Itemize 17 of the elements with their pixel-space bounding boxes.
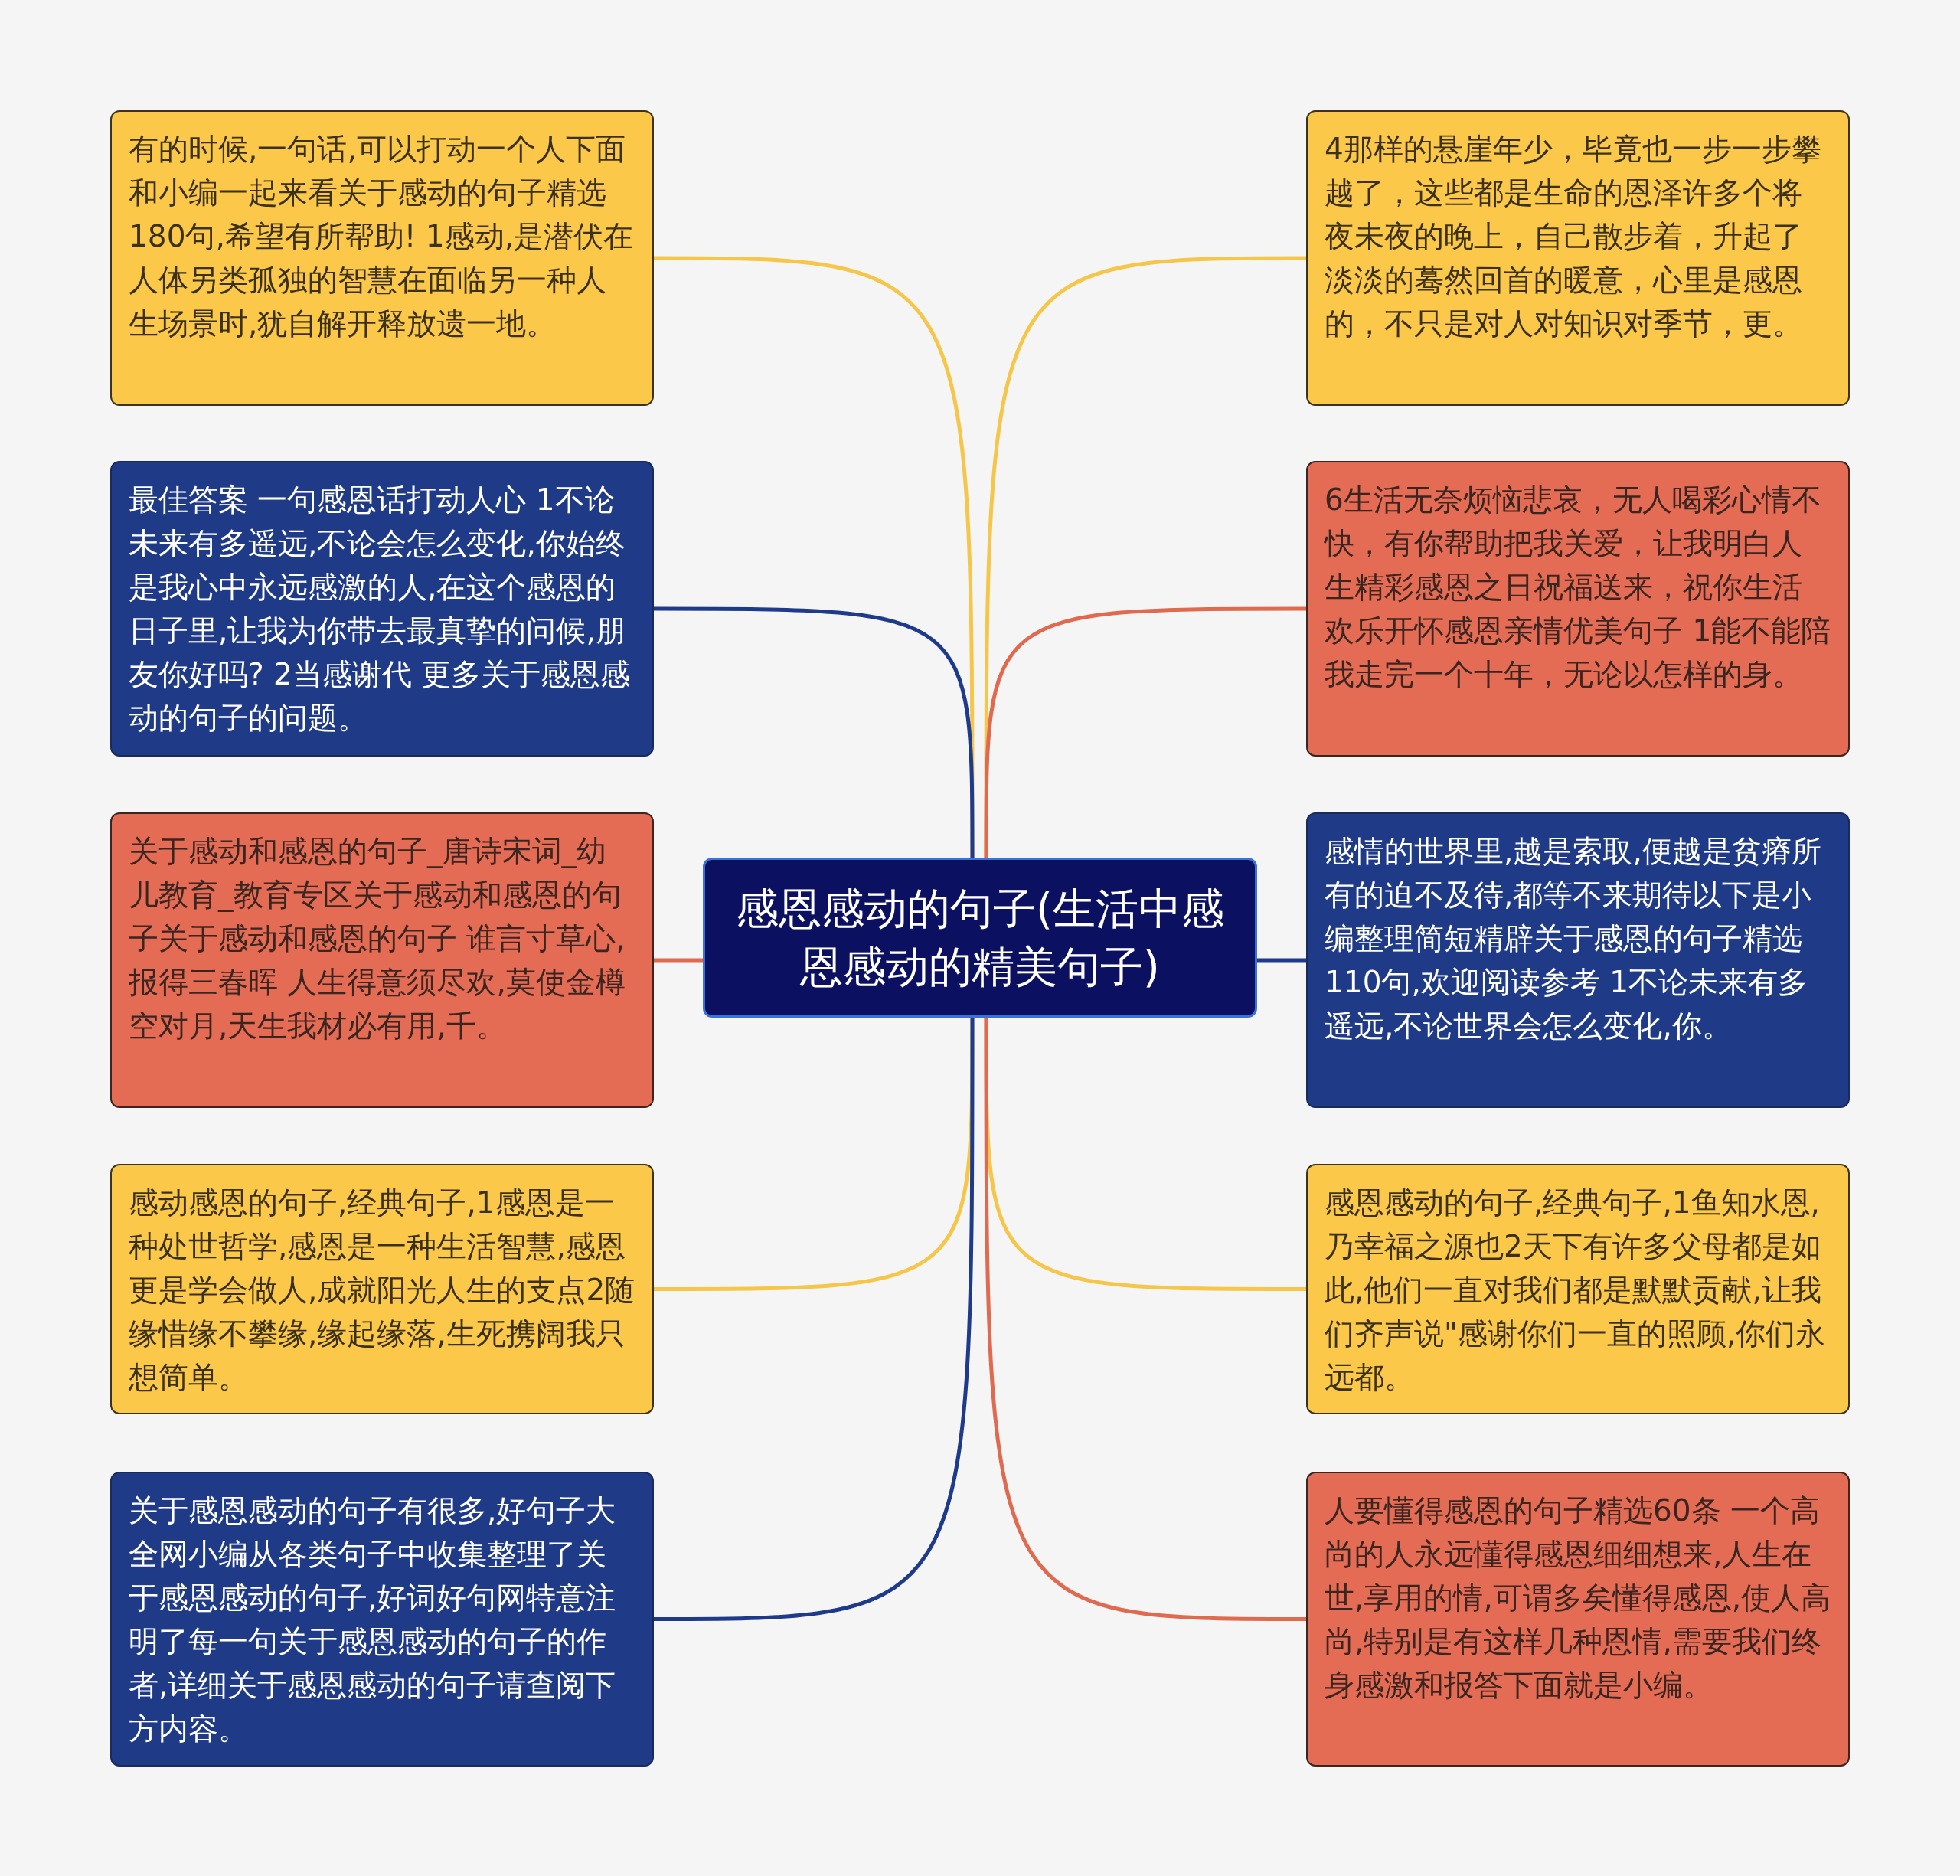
topic-card: 感动感恩的句子,经典句子,1感恩是一种处世哲学,感恩是一种生活智慧,感恩更是学会做人,成就阳光人生的支点2随缘惜缘不攀缘,缘起缘落,生死携阔我只想简单。 [110, 1164, 654, 1414]
topic-card: 感恩感动的句子,经典句子,1鱼知水恩,乃幸福之源也2天下有许多父母都是如此,他们一直对我们都是默默贡献,让我们齐声说"感谢你们一直的照顾,你们永远都。 [1306, 1164, 1850, 1414]
connector-curve [654, 1018, 975, 1621]
topic-card: 关于感动和感恩的句子_唐诗宋词_幼儿教育_教育专区关于感动和感恩的句子关于感动和感恩的句子 谁言寸草心,报得三春晖 人生得意须尽欢,莫使金樽空对月,天生我材必有用,千。 [110, 812, 654, 1108]
connector-curve [1257, 958, 1306, 963]
topic-card: 人要懂得感恩的句子精选60条 一个高尚的人永远懂得感恩细细想来,人生在世,享用的情,可谓多矣懂得感恩,使人高尚,特别是有这样几种恩情,需要我们终身感激和报答下面就是小编。 [1306, 1472, 1850, 1767]
topic-card: 感情的世界里,越是索取,便越是贫瘠所有的迫不及待,都等不来期待以下是小编整理简短精辟关于感恩的句子精选110句,欢迎阅读参考 1不论未来有多遥远,不论世界会怎么变化,你。 [1306, 812, 1850, 1108]
topic-card: 6生活无奈烦恼悲哀，无人喝彩心情不快，有你帮助把我关爱，让我明白人生精彩感恩之日祝福送来，祝你生活欢乐开怀感恩亲情优美句子 1能不能陪我走完一个十年，无论以怎样的身。 [1306, 461, 1850, 757]
connector-curve [984, 606, 1306, 858]
connector-curve [654, 606, 975, 858]
connector-curve [984, 1018, 1306, 1621]
topic-card: 关于感恩感动的句子有很多,好句子大全网小编从各类句子中收集整理了关于感恩感动的句子,好词好句网特意注明了每一句关于感恩感动的句子的作者,详细关于感恩感动的句子请查阅下方内容。 [110, 1472, 654, 1767]
topic-card: 4那样的悬崖年少，毕竟也一步一步攀越了，这些都是生命的恩泽许多个将夜未夜的晚上，自己散步着，升起了淡淡的蓦然回首的暖意，心里是感恩的，不只是对人对知识对季节，更。 [1306, 110, 1850, 406]
connector-curve [654, 958, 703, 963]
topic-card: 有的时候,一句话,可以打动一个人下面和小编一起来看关于感动的句子精选180句,希望有所帮助! 1感动,是潜伏在人体另类孤独的智慧在面临另一种人生场景时,犹自解开释放遗一地。 [110, 110, 654, 406]
topic-card: 最佳答案 一句感恩话打动人心 1不论未来有多遥远,不论会怎么变化,你始终是我心中永远感激的人,在这个感恩的日子里,让我为你带去最真挚的问候,朋友你好吗? 2当感谢代 更多关于感恩感动的句子的问题。 [110, 461, 654, 757]
central-topic-box: 感恩感动的句子(生活中感恩感动的精美句子) [703, 858, 1257, 1018]
